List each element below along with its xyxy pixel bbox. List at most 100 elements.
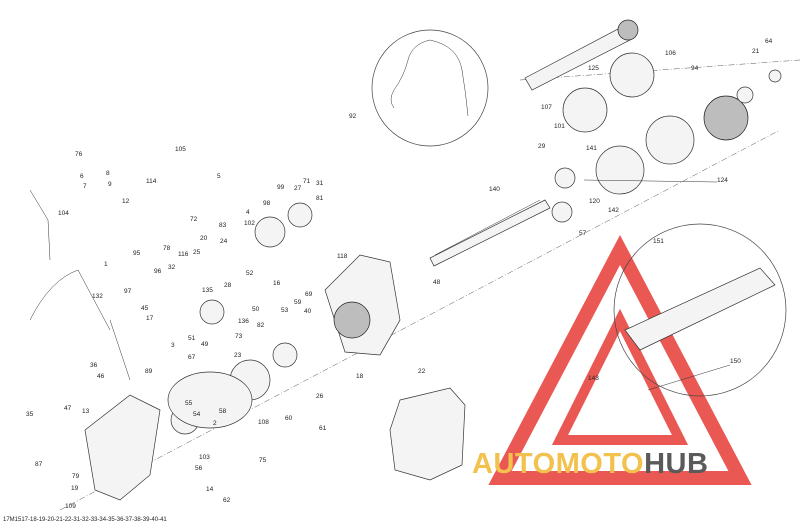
callout-118: 118 <box>337 253 348 260</box>
drive-chain <box>167 371 253 429</box>
callout-49: 49 <box>201 341 209 348</box>
gasket <box>389 387 466 481</box>
callout-27: 27 <box>294 185 302 192</box>
callout-8: 8 <box>106 170 110 177</box>
callout-64: 64 <box>765 38 773 45</box>
shaft-axis-upper <box>519 59 800 81</box>
callout-31: 31 <box>316 180 324 187</box>
callout-114: 114 <box>146 178 157 185</box>
watermark-text: AUTOMOTOHUB <box>472 448 708 481</box>
callout-61: 61 <box>319 425 327 432</box>
watermark-moto: MOTO <box>555 448 645 480</box>
hose-inset <box>371 29 489 147</box>
callout-98: 98 <box>263 200 271 207</box>
callout-24: 24 <box>220 238 228 245</box>
callout-6: 6 <box>80 173 84 180</box>
callout-87: 87 <box>35 461 43 468</box>
callout-53: 53 <box>281 307 289 314</box>
callout-95: 95 <box>133 250 141 257</box>
callout-29: 29 <box>538 143 546 150</box>
callout-135: 135 <box>202 287 213 294</box>
rod-89 <box>109 319 131 381</box>
callout-58: 58 <box>219 408 227 415</box>
callout-35: 35 <box>26 411 34 418</box>
callout-18: 18 <box>356 373 364 380</box>
callout-13: 13 <box>82 408 90 415</box>
callout-56: 56 <box>195 465 203 472</box>
callout-55: 55 <box>185 400 193 407</box>
callout-67: 67 <box>188 354 196 361</box>
callout-17: 17 <box>146 315 154 322</box>
callout-19: 19 <box>71 485 79 492</box>
callout-151: 151 <box>653 238 664 245</box>
callout-92: 92 <box>349 113 357 120</box>
watermark-hub: HUB <box>644 448 709 480</box>
callout-labels: 1234567891213141617181920212223242526272… <box>26 38 773 510</box>
upper-shaft-assembly <box>524 19 782 141</box>
callout-81: 81 <box>316 195 324 202</box>
watermark-auto: AUTO <box>472 448 556 480</box>
callout-143: 143 <box>588 375 599 382</box>
callout-45: 45 <box>141 305 149 312</box>
callout-9: 9 <box>108 181 112 188</box>
watermark-logo <box>488 234 752 485</box>
callout-71: 71 <box>303 178 311 185</box>
callout-2: 2 <box>213 420 217 427</box>
callout-59: 59 <box>294 299 302 306</box>
callout-83: 83 <box>219 222 227 229</box>
panel-inset <box>613 223 787 397</box>
callout-51: 51 <box>188 335 196 342</box>
callout-72: 72 <box>190 216 198 223</box>
callout-136: 136 <box>238 318 249 325</box>
callout-50: 50 <box>252 306 260 313</box>
housing-cover <box>324 254 401 356</box>
callout-102: 102 <box>244 220 255 227</box>
callout-132: 132 <box>92 293 103 300</box>
callout-36: 36 <box>90 362 98 369</box>
callout-54: 54 <box>193 411 201 418</box>
callout-40: 40 <box>304 308 312 315</box>
callout-4: 4 <box>246 209 250 216</box>
callout-150: 150 <box>730 358 741 365</box>
callout-76: 76 <box>75 151 83 158</box>
reference-code: 17M1517-18-19-20-21-22-31-32-33-34-35-36… <box>3 517 167 523</box>
callout-97: 97 <box>124 288 132 295</box>
drive-shaft <box>429 115 695 267</box>
callout-104: 104 <box>58 210 69 217</box>
callout-21: 21 <box>752 48 760 55</box>
callout-96: 96 <box>154 268 162 275</box>
callout-3: 3 <box>171 342 175 349</box>
callout-75: 75 <box>259 457 267 464</box>
callout-1: 1 <box>104 261 108 268</box>
callout-leaders <box>583 179 731 391</box>
hose-104 <box>29 189 51 261</box>
callout-52: 52 <box>246 270 254 277</box>
callout-28: 28 <box>224 282 232 289</box>
callout-23: 23 <box>234 352 242 359</box>
callout-103: 103 <box>199 454 210 461</box>
callout-32: 32 <box>168 264 176 271</box>
callout-140: 140 <box>489 186 500 193</box>
callout-106: 106 <box>665 50 676 57</box>
callout-22: 22 <box>418 368 426 375</box>
callout-78: 78 <box>163 245 171 252</box>
callout-116: 116 <box>178 251 189 258</box>
callout-105: 105 <box>175 146 186 153</box>
callout-16: 16 <box>273 280 281 287</box>
callout-12: 12 <box>122 198 130 205</box>
callout-69: 69 <box>305 291 313 298</box>
callout-79: 79 <box>72 473 80 480</box>
callout-46: 46 <box>97 373 105 380</box>
callout-5: 5 <box>217 173 221 180</box>
callout-109: 109 <box>65 503 76 510</box>
callout-101: 101 <box>554 123 565 130</box>
callout-124: 124 <box>717 177 728 184</box>
lower-housing <box>84 394 161 501</box>
callout-120: 120 <box>589 198 600 205</box>
shaft-axis-main <box>59 129 781 511</box>
callout-73: 73 <box>235 333 243 340</box>
rod-140 <box>434 199 541 256</box>
callout-26: 26 <box>316 393 324 400</box>
callout-14: 14 <box>206 486 214 493</box>
callout-142: 142 <box>608 207 619 214</box>
